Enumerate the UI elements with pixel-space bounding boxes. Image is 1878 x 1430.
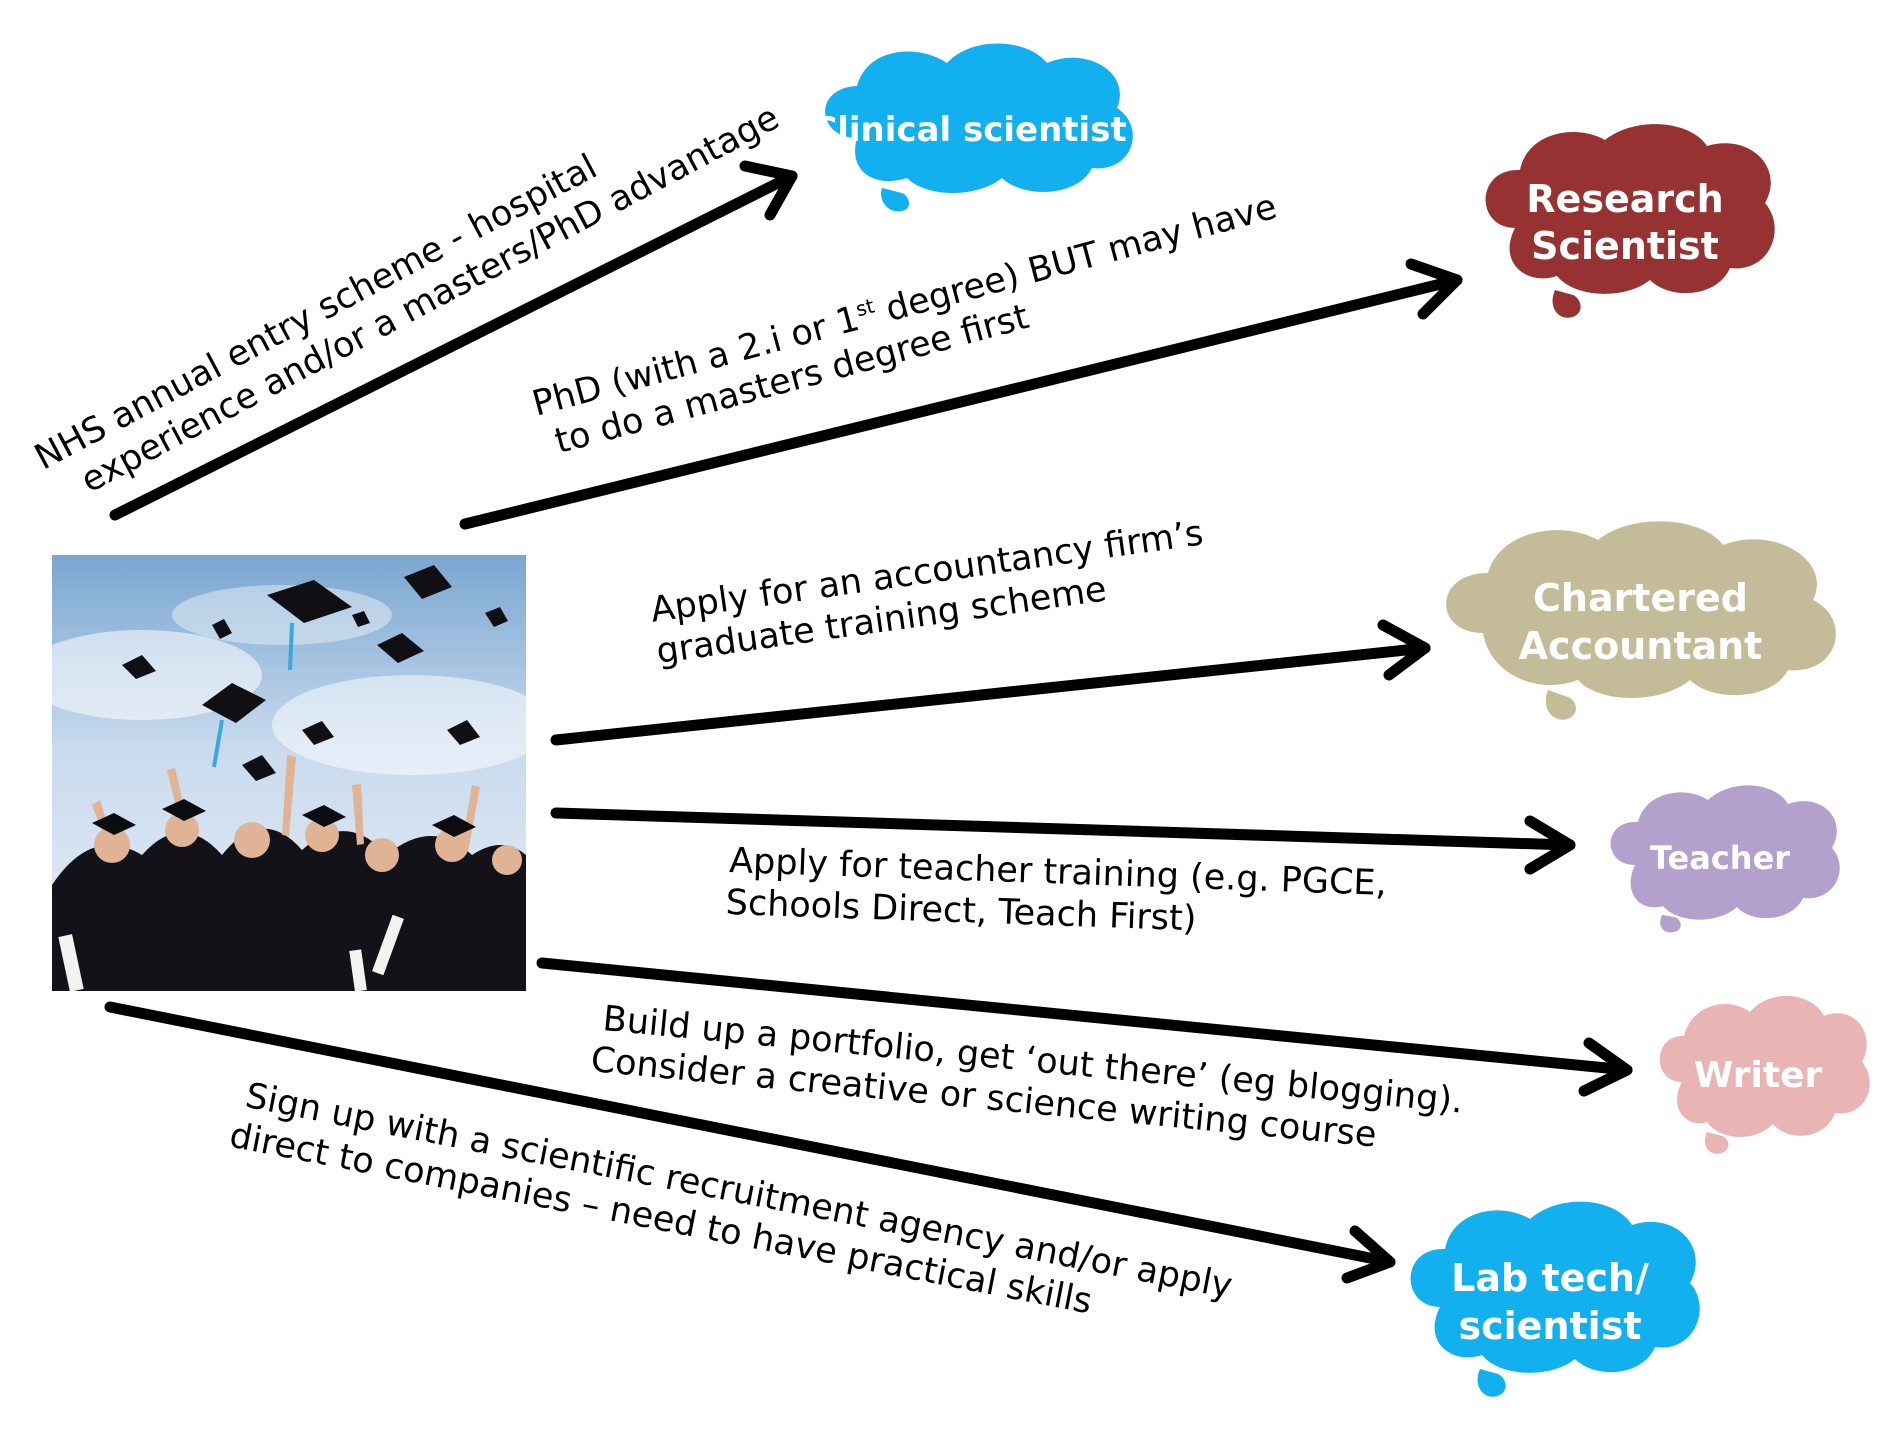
career-cloud-teacher: Teacher: [1600, 780, 1840, 935]
career-label-teacher: Teacher: [1649, 838, 1791, 877]
cloud-shape-icon: [1446, 521, 1836, 720]
arrow-to-writer: [536, 957, 1633, 1097]
arrow-to-research: [459, 258, 1463, 530]
career-cloud-research: Research Scientist: [1475, 118, 1775, 328]
career-label-accountant: Chartered Accountant: [1518, 576, 1763, 668]
cloud-shape-icon: [825, 43, 1133, 212]
career-label-writer: Writer: [1693, 1054, 1823, 1096]
arrow-to-teacher: [550, 807, 1576, 875]
cloud-shape-icon: [1485, 124, 1775, 318]
arrow-to-clinical: [109, 160, 798, 521]
career-cloud-clinical: Clinical scientist: [797, 38, 1142, 223]
cloud-shape-icon: [1659, 995, 1870, 1154]
graduation-photo: [52, 555, 526, 991]
arrow-to-accountant: [550, 619, 1431, 746]
career-label-clinical: Clinical scientist: [812, 110, 1127, 151]
cloud-shape-icon: [1610, 785, 1840, 933]
career-cloud-labtech: Lab tech/ scientist: [1400, 1195, 1700, 1410]
career-cloud-writer: Writer: [1652, 990, 1870, 1160]
career-cloud-accountant: Chartered Accountant: [1428, 515, 1853, 730]
arrow-to-labtech: [104, 1001, 1396, 1284]
career-label-research: Research Scientist: [1526, 176, 1724, 269]
graduation-caps-photo-icon: [52, 555, 526, 991]
cloud-shape-icon: [1410, 1201, 1700, 1397]
career-label-labtech: Lab tech/ scientist: [1451, 1256, 1649, 1348]
